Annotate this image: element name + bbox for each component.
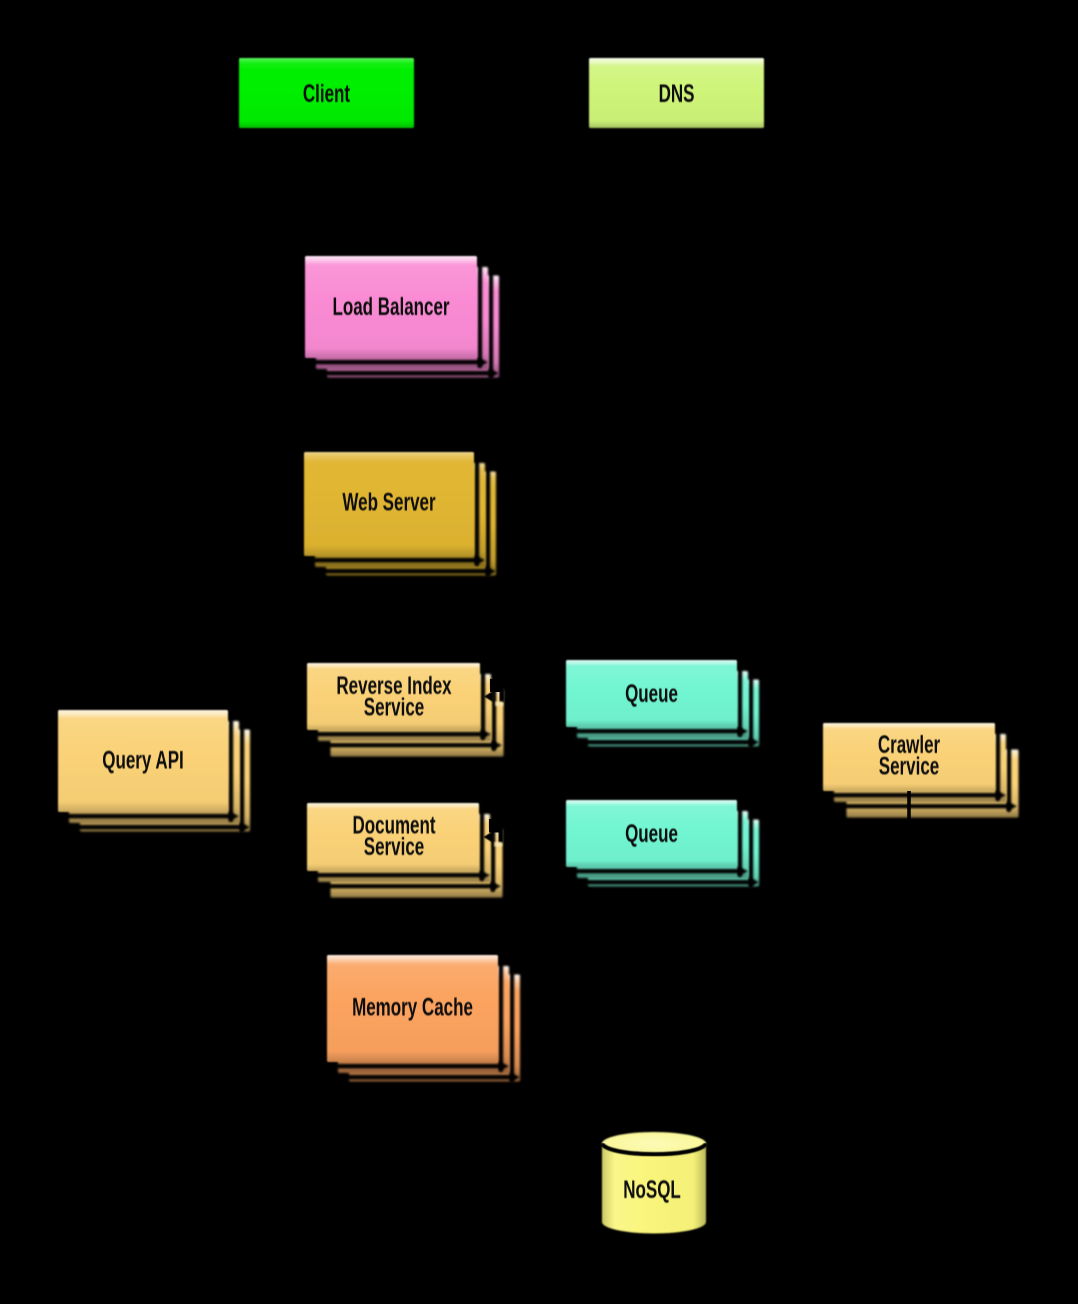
svg-text:Queue: Queue (625, 820, 678, 848)
svg-text:Queue: Queue (625, 680, 678, 708)
svg-text:Crawler: Crawler (878, 731, 940, 759)
svg-text:Client: Client (303, 80, 350, 108)
svg-text:Document: Document (352, 811, 435, 839)
svg-text:Reverse Index: Reverse Index (336, 672, 451, 700)
svg-text:NoSQL: NoSQL (623, 1176, 681, 1204)
svg-text:Service: Service (879, 752, 940, 780)
svg-text:Load Balancer: Load Balancer (332, 293, 449, 321)
svg-text:Web Server: Web Server (342, 488, 435, 516)
svg-text:Query API: Query API (102, 746, 183, 774)
svg-text:Service: Service (364, 693, 425, 721)
svg-text:Service: Service (364, 833, 425, 861)
svg-text:Memory Cache: Memory Cache (352, 993, 473, 1021)
svg-text:DNS: DNS (659, 80, 695, 108)
